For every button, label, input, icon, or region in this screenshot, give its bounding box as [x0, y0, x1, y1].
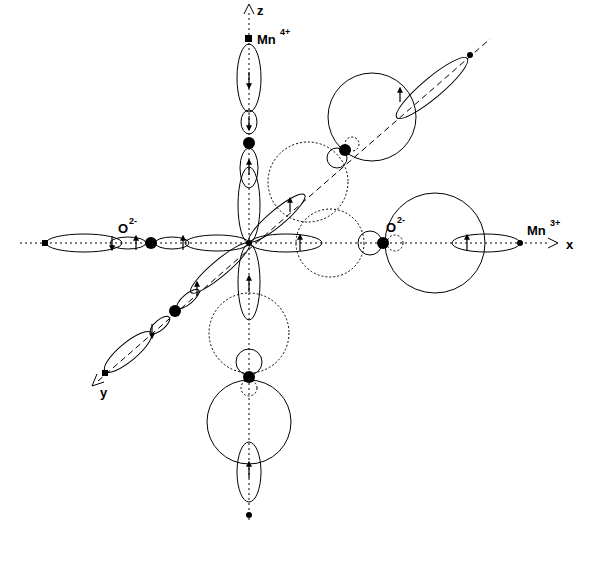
ion-symbol: O — [386, 221, 396, 234]
orbital-lobe — [155, 237, 189, 249]
axis-label: y — [100, 386, 107, 399]
orbital-lobe — [390, 51, 473, 125]
spin-arrow — [111, 236, 112, 250]
z-axis — [249, 12, 250, 520]
orbital-lobe — [238, 244, 260, 320]
spin-arrow — [399, 88, 400, 102]
mn-ion — [102, 370, 108, 376]
orbital-lobe — [237, 442, 261, 502]
orbital-lobe — [240, 148, 258, 188]
ion-charge: 4+ — [280, 28, 290, 37]
axis-arrow — [244, 4, 254, 14]
oxygen-ion — [243, 137, 255, 149]
spin-arrow — [289, 198, 290, 212]
orbital-lobe — [250, 234, 322, 252]
ion-symbol: Mn — [257, 33, 276, 46]
oxygen-ion — [169, 305, 181, 317]
axis-label: z — [257, 4, 264, 17]
oxygen-ion — [339, 144, 351, 156]
spin-arrow — [248, 276, 249, 292]
p-orbital-lobe — [268, 142, 348, 222]
spin-arrow — [196, 282, 197, 296]
mn-ion — [517, 240, 523, 246]
oxygen-ion — [145, 237, 157, 249]
ion-charge: 3+ — [550, 219, 560, 228]
spin-arrow — [299, 235, 300, 251]
spin-arrow — [466, 235, 467, 251]
orbital-lobe — [185, 235, 249, 251]
axis-arrow — [548, 238, 558, 248]
ion-charge: 2- — [397, 216, 405, 225]
p-orbital-lobe — [209, 293, 289, 373]
y-axis — [98, 39, 490, 381]
axis-label: x — [566, 238, 573, 251]
ion-symbol: Mn — [527, 224, 546, 237]
mn-ion — [246, 512, 252, 518]
orbital-lobe — [110, 237, 146, 249]
spin-arrow — [182, 236, 183, 250]
oxygen-ion — [377, 237, 389, 249]
orbital-lobe — [238, 167, 260, 243]
ion-charge: 2- — [129, 217, 137, 226]
p-orbital-lobe — [207, 380, 291, 464]
orbital-lobe — [99, 326, 157, 378]
ion-symbol: O — [118, 222, 128, 235]
spin-arrow — [248, 462, 249, 478]
mn-ion — [467, 52, 473, 58]
mn-ion — [42, 240, 48, 246]
spin-arrow — [248, 116, 249, 130]
spin-arrow — [151, 324, 152, 338]
spin-arrow — [248, 160, 249, 175]
spin-arrow — [135, 236, 136, 250]
spin-arrow — [248, 72, 249, 88]
x-axis — [20, 243, 548, 244]
p-orbital-lobe — [387, 235, 403, 251]
p-orbital-lobe — [385, 193, 485, 293]
p-orbital-lobe — [296, 209, 364, 277]
orbital-lobe — [452, 234, 520, 252]
central-ion — [246, 240, 252, 246]
orbital-lobe — [237, 44, 261, 112]
orbital-lobe — [46, 234, 122, 252]
oxygen-ion — [243, 371, 255, 383]
mn-ion — [245, 35, 252, 42]
p-orbital-lobe — [328, 73, 416, 161]
orbital-lobe — [241, 110, 257, 134]
